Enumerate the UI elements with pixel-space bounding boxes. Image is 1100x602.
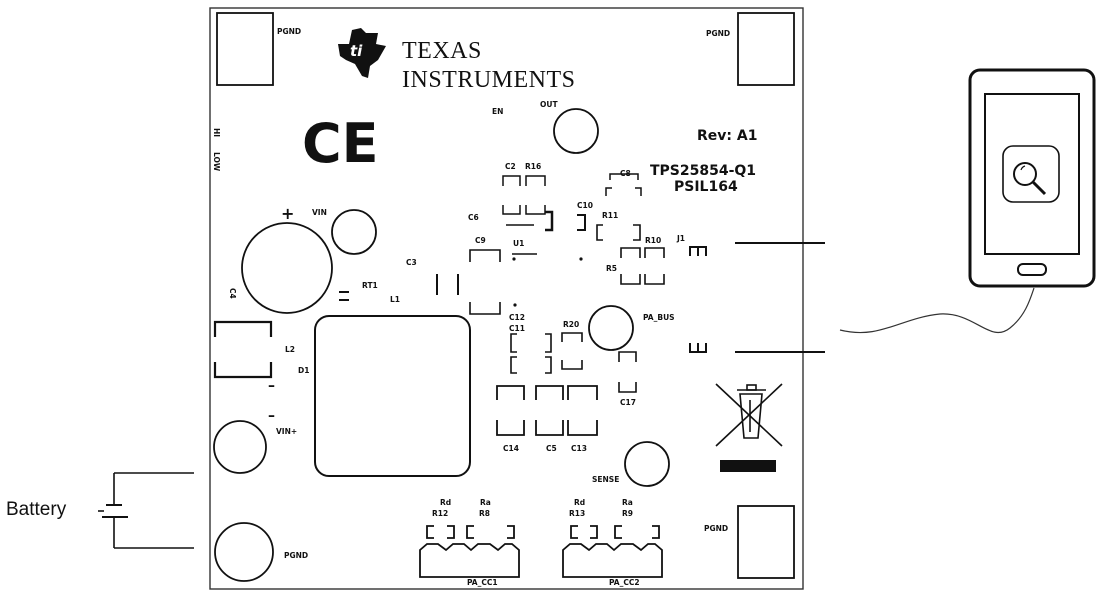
pa-cc1-connector — [419, 525, 520, 578]
pgnd-pad-top-right — [737, 12, 795, 86]
minus-sign-1: – — [268, 378, 275, 394]
en-label: EN — [492, 107, 503, 116]
part-number: TPS25854-Q1 — [650, 163, 756, 179]
rt1-label: RT1 — [362, 281, 378, 290]
hi-label: HI — [212, 128, 221, 137]
out-testpoint — [553, 108, 599, 154]
c5-label: C5 — [546, 444, 557, 453]
c9-footprint — [469, 249, 501, 315]
pgnd-bottom-left-testpoint — [214, 522, 274, 582]
low-label: LOW — [212, 152, 221, 172]
r10-label: R10 — [645, 236, 661, 245]
psil-label: PSIL164 — [674, 179, 738, 195]
c2-label: C2 — [505, 162, 516, 171]
l1-inductor — [314, 315, 471, 477]
pgnd-label-bottom-left: PGND — [284, 551, 308, 560]
c13-label: C13 — [571, 444, 587, 453]
weee-bar — [720, 460, 776, 472]
u1-label: U1 — [513, 239, 524, 248]
c4-label: C4 — [228, 288, 237, 299]
c8-top-mark — [609, 173, 639, 180]
usb-cable — [839, 287, 1035, 334]
rd1-label: Rd — [440, 498, 451, 507]
r12-label: R12 — [432, 509, 448, 518]
out-label: OUT — [540, 100, 558, 109]
c12-label: C12 — [509, 313, 525, 322]
c17-label: C17 — [620, 398, 636, 407]
r8-label: R8 — [479, 509, 490, 518]
svg-text:ti: ti — [350, 42, 363, 60]
pgnd-pad-bottom-right — [737, 505, 795, 579]
battery-label: Battery — [6, 499, 67, 520]
u1-pin-dot2 — [579, 257, 583, 261]
r20-footprint — [561, 332, 583, 370]
r9-label: R9 — [622, 509, 633, 518]
c6-label: C6 — [468, 213, 479, 222]
r10-r5-footprint — [620, 247, 665, 285]
ra2-label: Ra — [622, 498, 633, 507]
c2-r16-footprint — [502, 175, 546, 215]
ti-logo-line2: INSTRUMENTS — [402, 67, 576, 93]
r11-label: R11 — [602, 211, 618, 220]
ce-mark-text: CE — [302, 112, 379, 175]
pa-cc2-connector — [562, 525, 663, 578]
ti-logo-icon: ti — [338, 28, 386, 78]
rd2-label: Rd — [574, 498, 585, 507]
j1-label: J1 — [676, 234, 685, 243]
rev-label: Rev: A1 — [697, 128, 757, 144]
pa-bus-testpoint — [588, 305, 634, 351]
pgnd-label-top-left: PGND — [277, 27, 301, 36]
weee-bin-icon — [715, 383, 783, 447]
sense-label: SENSE — [592, 475, 619, 484]
vin-plus-testpoint — [213, 420, 267, 474]
r11-footprint — [596, 224, 641, 241]
smartphone-icon — [968, 68, 1096, 288]
c11-label: C11 — [509, 324, 525, 333]
plus-sign: + — [281, 204, 294, 223]
sense-testpoint — [624, 441, 670, 487]
c14-c5-c13-footprint — [496, 385, 598, 436]
battery-symbol-icon — [98, 472, 194, 549]
c4-capacitor — [241, 222, 333, 314]
pa-cc1-label: PA_CC1 — [467, 578, 498, 587]
pgnd-pad-top-left — [216, 12, 274, 86]
minus-sign-2: – — [268, 408, 275, 424]
l2-label: L2 — [285, 345, 295, 354]
c10-label: C10 — [577, 201, 593, 210]
u1-pin-dot3 — [513, 303, 517, 307]
c8-footprint — [605, 187, 642, 196]
pgnd-label-bottom-right: PGND — [704, 524, 728, 533]
c6-mark — [545, 210, 554, 232]
r16-label: R16 — [525, 162, 541, 171]
c17-footprint — [618, 351, 637, 393]
ti-logo-line1: TEXAS — [402, 38, 482, 64]
c11-c12-footprint — [510, 333, 552, 374]
l2-footprint — [213, 320, 273, 379]
vin-plus-label: VIN+ — [276, 427, 297, 436]
r13-label: R13 — [569, 509, 585, 518]
c14-label: C14 — [503, 444, 519, 453]
c10-mark — [577, 214, 586, 231]
pa-bus-label: PA_BUS — [643, 313, 675, 322]
vin-testpoint — [331, 209, 377, 255]
r5-label: R5 — [606, 264, 617, 273]
ra1-label: Ra — [480, 498, 491, 507]
u1-pin1-dot — [512, 257, 516, 261]
pgnd-label-top-right: PGND — [706, 29, 730, 38]
pa-cc2-label: PA_CC2 — [609, 578, 640, 587]
r20-label: R20 — [563, 320, 579, 329]
c9-label: C9 — [475, 236, 486, 245]
ce-mark-icon: CE — [302, 112, 379, 175]
l1-label: L1 — [390, 295, 400, 304]
vin-label: VIN — [312, 208, 327, 217]
d1-label: D1 — [298, 366, 309, 375]
c3-label: C3 — [406, 258, 417, 267]
